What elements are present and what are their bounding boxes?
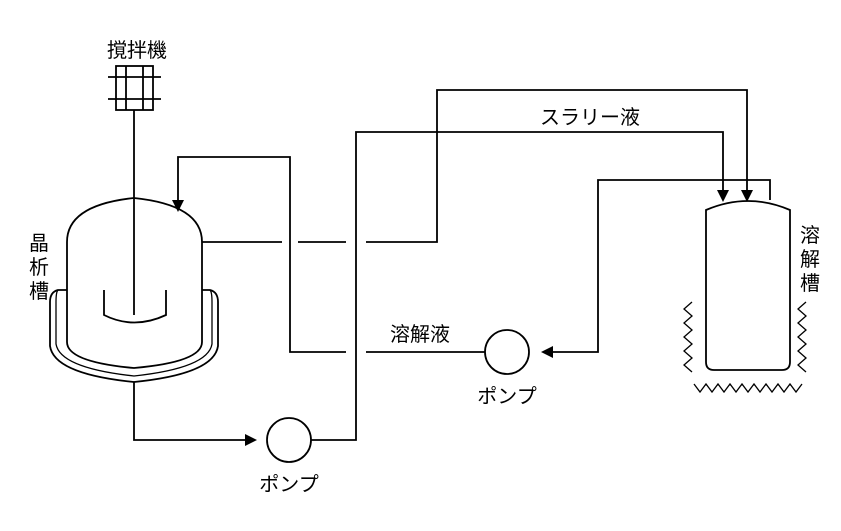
pipe-solution-b [177, 156, 346, 353]
dissolver-label-char: 解 [800, 247, 820, 271]
pipe-dissolver-outlet [553, 179, 771, 353]
crystallizer-vessel [66, 197, 203, 369]
pump-lower-label: ポンプ [259, 472, 318, 496]
heater-bottom-zigzag [693, 382, 803, 394]
crystallizer-label-char: 析 [29, 255, 49, 279]
dissolver-vessel [705, 200, 791, 371]
pipe-crystallizer-outlet [133, 382, 245, 441]
arrow-solution-into-crystallizer [172, 200, 184, 212]
solution-label: 溶解液 [390, 322, 450, 346]
crystallizer-label-char: 晶 [29, 231, 49, 255]
stirrer-impeller [103, 290, 167, 324]
stirrer-motor [108, 65, 161, 111]
dissolver-label: 溶 解 槽 [800, 223, 820, 295]
pump-middle [484, 329, 530, 375]
arrow-overflow-into-dissolver [741, 190, 753, 202]
pipe-slurry [311, 131, 724, 441]
pump-middle-label: ポンプ [477, 384, 536, 408]
stirrer-label: 撹拌機 [107, 38, 167, 62]
pipe-crystallizer-overflow-c [366, 89, 748, 243]
arrow-to-middle-pump [541, 346, 553, 358]
heater-right-zigzag [797, 301, 807, 373]
crystallizer-label-char: 槽 [29, 279, 49, 303]
crystallizer-jacket-inner [55, 289, 213, 377]
slurry-label: スラリー液 [540, 105, 640, 129]
arrow-to-lower-pump [245, 434, 257, 446]
dissolver-label-char: 溶 [800, 223, 820, 247]
dissolver-label-char: 槽 [800, 271, 820, 295]
pump-lower [266, 417, 312, 463]
heater-left-zigzag [683, 301, 693, 373]
arrow-slurry-into-dissolver [717, 190, 729, 202]
crystallizer-label: 晶 析 槽 [29, 231, 49, 303]
